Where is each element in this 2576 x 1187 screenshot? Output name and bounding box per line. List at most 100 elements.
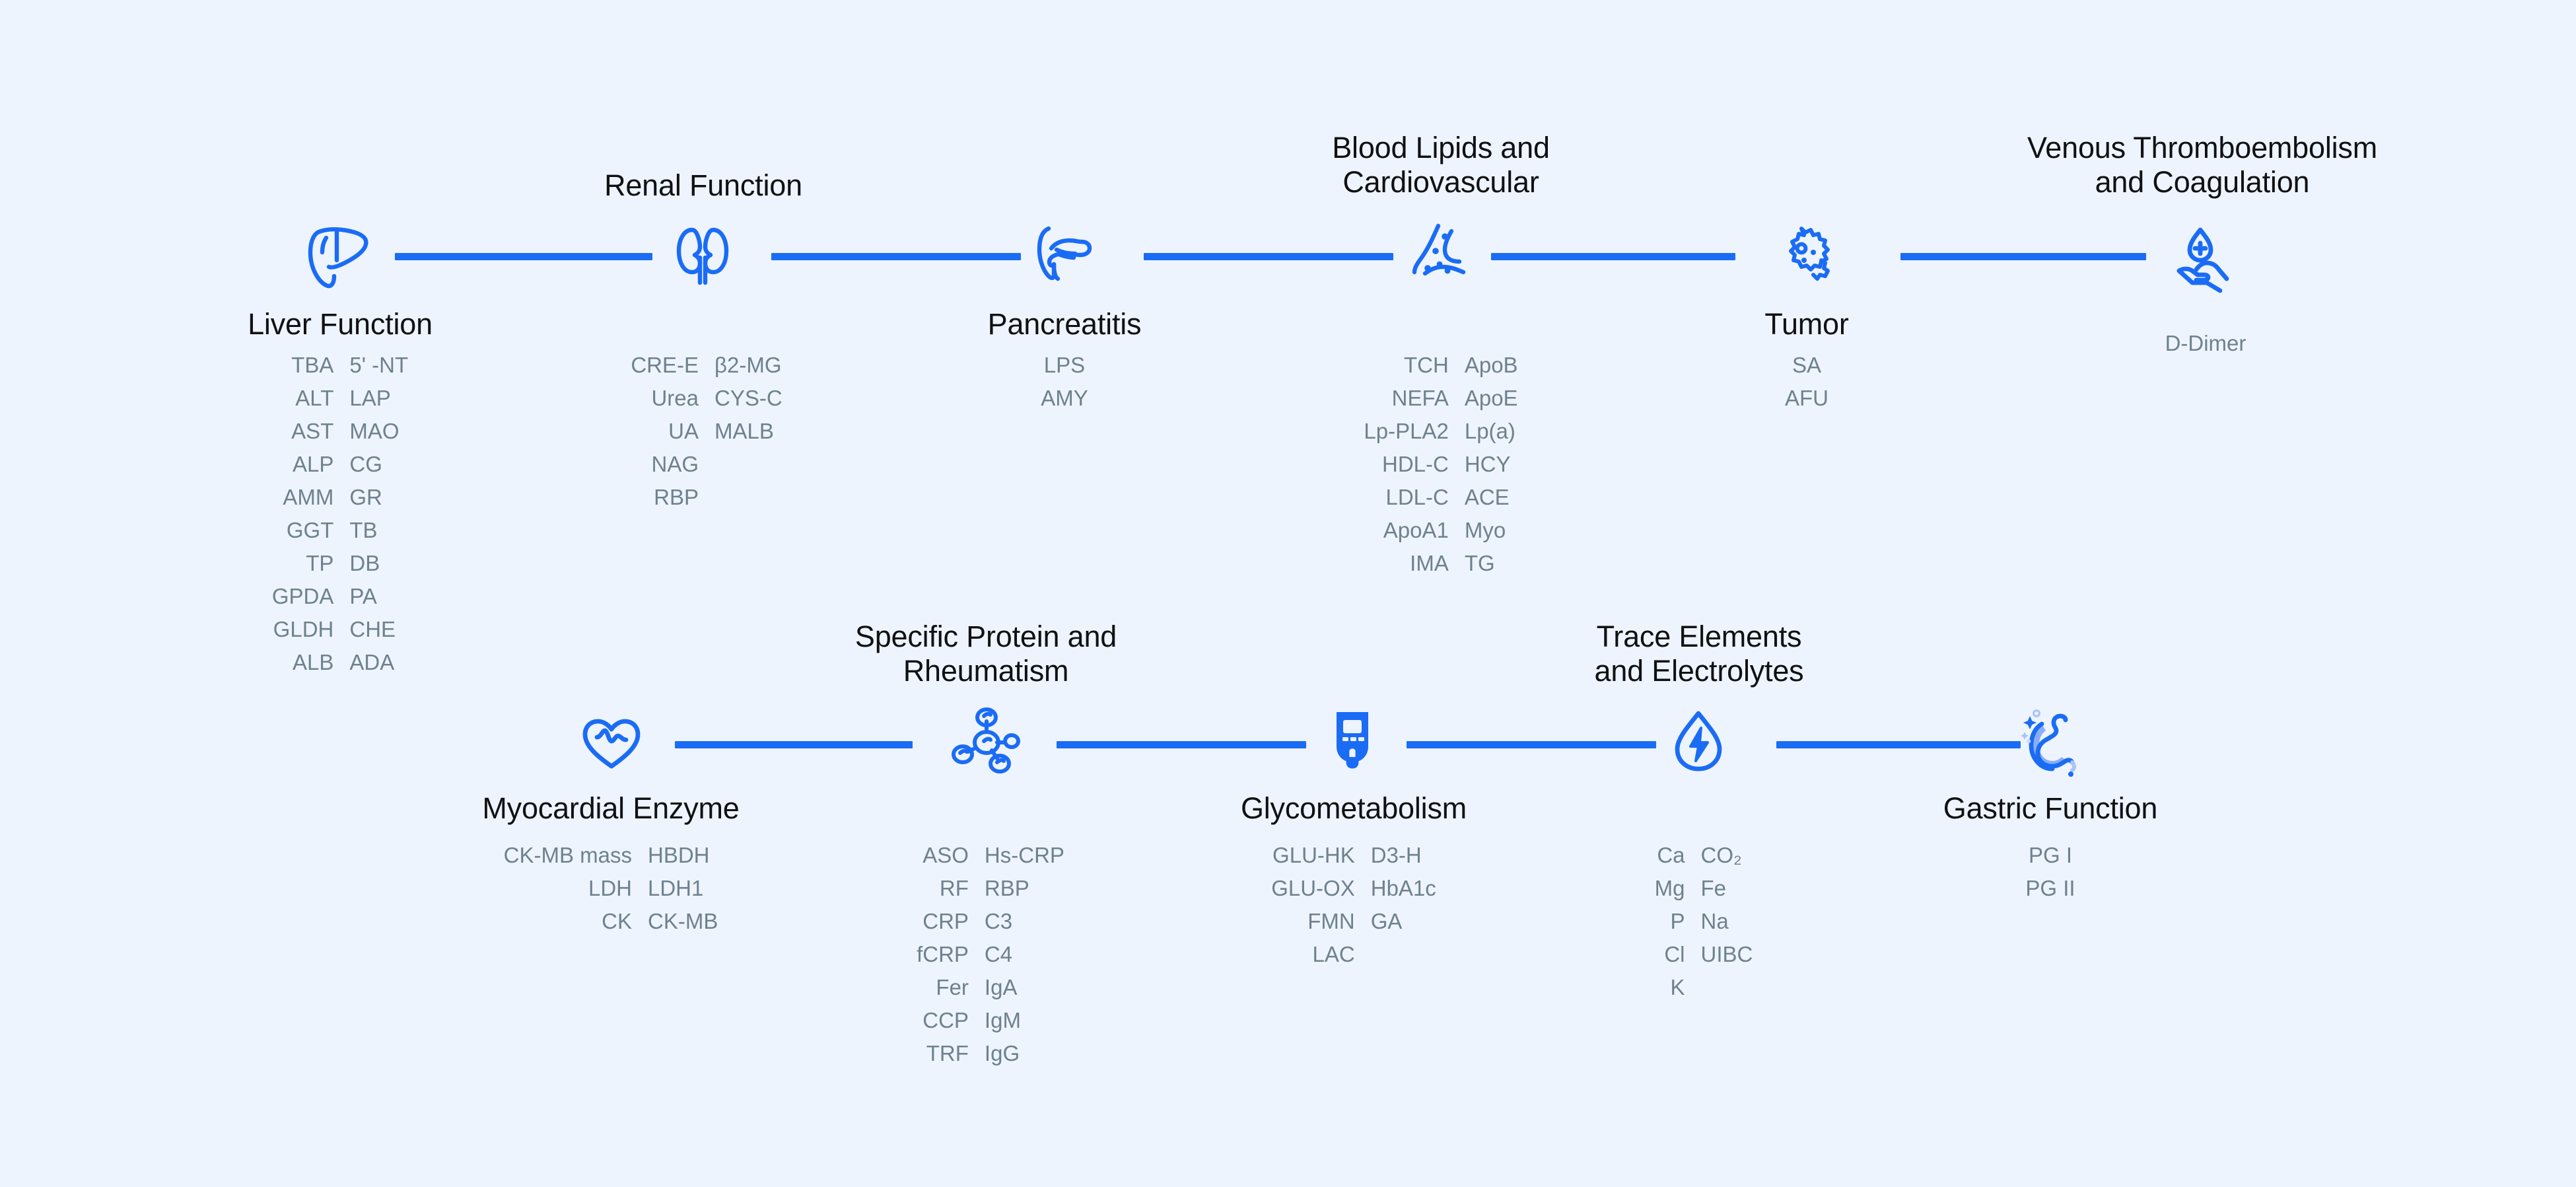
stomach-icon [2007, 699, 2092, 783]
item-column-left: TCH NEFA Lp-PLA2 HDL-C LDL-C ApoA1 IMA [1364, 349, 1448, 580]
list-item: ALT [295, 386, 334, 410]
list-item: ASO [922, 843, 969, 867]
connector-myocardial-protein [675, 741, 913, 748]
list-item: PG I [2028, 843, 2073, 867]
list-item: LPS [1043, 353, 1086, 377]
list-item: RF [939, 876, 969, 900]
item-column-left: TBA ALT AST ALP AMM GGT TP GPDA GLDH ALB [272, 349, 334, 679]
node-title: Myocardial Enzyme [482, 791, 740, 825]
list-item: 5' -NT [349, 353, 409, 377]
list-item: AFU [1785, 386, 1828, 410]
list-item: D-Dimer [2165, 331, 2246, 355]
item-column-right: Hs-CRP RBP C3 C4 IgA IgM IgG [985, 839, 1064, 1070]
glucometer-icon [1310, 699, 1395, 783]
list-item: TP [306, 551, 334, 575]
item-column-left: ASO RF CRP fCRP Fer CCP TRF [917, 839, 969, 1070]
list-item: LAC [1312, 942, 1355, 966]
item-column-left: Ca Mg P Cl K [1655, 839, 1685, 1004]
list-item: CK-MB mass [503, 843, 632, 867]
connector-lipids-tumor [1491, 253, 1735, 260]
list-item: P [1670, 909, 1685, 933]
list-item: HDL-C [1382, 452, 1449, 476]
list-item: CCP [922, 1008, 969, 1032]
list-item: DB [349, 551, 380, 575]
kidneys-icon [660, 213, 745, 297]
list-item: MAO [349, 419, 400, 443]
item-column-left: CK-MB mass LDH CK [504, 839, 632, 938]
list-item: CRE-E [631, 353, 699, 377]
list-item: GPDA [271, 584, 334, 608]
list-item: HbA1c [1370, 876, 1436, 900]
list-item: GR [349, 485, 382, 509]
list-item: GLU-HK [1272, 843, 1355, 867]
node-title: Liver Function [248, 307, 433, 341]
node-title: Tumor [1764, 307, 1849, 341]
list-item: GLDH [273, 617, 334, 641]
list-item: CK-MB [648, 909, 718, 933]
list-item: Fer [936, 975, 969, 999]
list-item: TRF [926, 1041, 969, 1065]
list-item: β2-MG [714, 353, 782, 377]
list-item: LDH [588, 876, 632, 900]
list-item: Hs-CRP [984, 843, 1064, 867]
artery-plaque-icon [1399, 213, 1483, 297]
list-item: CRP [922, 909, 969, 933]
list-item: PG II [2025, 876, 2075, 900]
list-item: TG [1464, 551, 1495, 575]
list-item: C4 [984, 942, 1013, 966]
item-column-center: SA AFU [1785, 349, 1828, 415]
list-item: IMA [1410, 551, 1449, 575]
node-title: Glycometabolism [1240, 791, 1467, 825]
item-column-right: HBDH LDH1 CK-MB [648, 839, 718, 938]
list-item: D3-H [1370, 843, 1422, 867]
heart-pulse-icon [569, 700, 654, 785]
node-items: TCH NEFA Lp-PLA2 HDL-C LDL-C ApoA1 IMA A… [1296, 349, 1586, 580]
list-item: GA [1370, 909, 1403, 933]
list-item: Myo [1464, 518, 1506, 542]
list-item: IgA [984, 975, 1018, 999]
list-item: IgM [984, 1008, 1021, 1032]
liver-icon [297, 213, 382, 297]
list-item: MALB [714, 419, 774, 443]
list-item: IgG [984, 1041, 1020, 1065]
node-items: PG I PG II [1922, 839, 2179, 905]
water-drop-bolt-icon [1656, 699, 1741, 783]
item-column-left: GLU-HK GLU-OX FMN LAC [1271, 839, 1355, 971]
node-title: Specific Protein and Rheumatism [854, 620, 1117, 688]
list-item: ApoA1 [1383, 518, 1449, 542]
list-item: AMY [1041, 386, 1088, 410]
list-item: GGT [286, 518, 334, 542]
item-column-right: CO₂ Fe Na UIBC [1701, 839, 1753, 1004]
list-item: Lp(a) [1464, 419, 1515, 443]
list-item: RBP [654, 485, 699, 509]
column-gap [1449, 349, 1465, 580]
blood-drop-hand-icon [2159, 213, 2244, 297]
list-item: AST [291, 419, 334, 443]
node-title: Venous Thromboembolism and Coagulation [2027, 131, 2378, 199]
item-column-center: PG I PG II [2025, 839, 2075, 905]
item-column-right: β2-MG CYS-C MALB [714, 349, 783, 514]
item-column-left: CRE-E Urea UA NAG RBP [631, 349, 699, 514]
list-item: RBP [984, 876, 1029, 900]
column-gap [1355, 839, 1371, 971]
list-item: ApoE [1464, 386, 1518, 410]
column-gap [1685, 839, 1701, 1004]
list-item: Na [1700, 909, 1729, 933]
node-title: Blood Lipids and Cardiovascular [1332, 131, 1550, 199]
node-items: ASO RF CRP fCRP Fer CCP TRF Hs-CRP RBP C… [862, 839, 1119, 1070]
list-item: AMM [283, 485, 334, 509]
tumor-cell-icon [1764, 213, 1849, 297]
list-item: CHE [349, 617, 396, 641]
list-item: Urea [651, 386, 699, 410]
item-column-center: LPS AMY [1041, 349, 1088, 415]
list-item: HBDH [648, 843, 710, 867]
list-item: HCY [1464, 452, 1511, 476]
column-gap [632, 839, 648, 938]
list-item: LDH1 [648, 876, 704, 900]
connector-protein-glyco [1057, 741, 1306, 748]
node-title: Renal Function [604, 168, 802, 202]
pancreas-icon [1022, 213, 1107, 297]
list-item: TBA [291, 353, 334, 377]
item-column-right: D3-H HbA1c GA [1371, 839, 1436, 971]
